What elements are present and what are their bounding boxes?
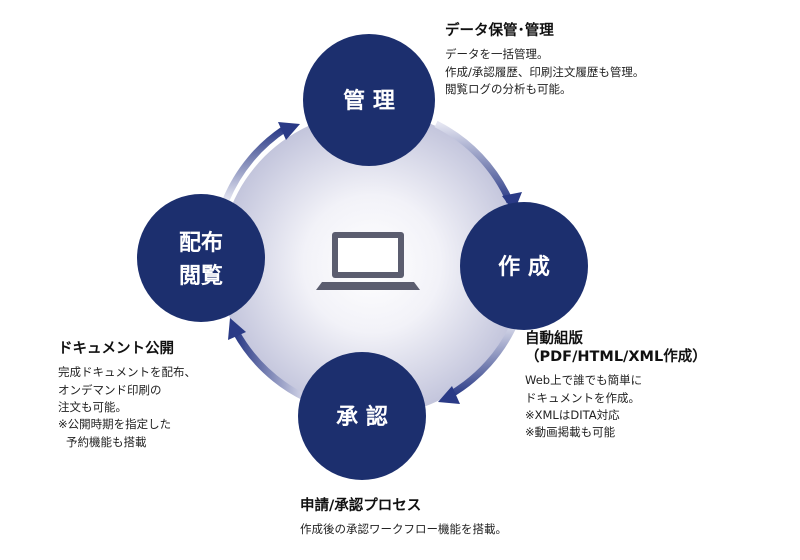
node-distribute: 配布 閲覧 (137, 194, 265, 322)
distribute-line-5: 予約機能も搭載 (66, 434, 147, 449)
node-create: 作 成 (460, 202, 588, 330)
create-title: 自動組版 （PDF/HTML/XML作成） (525, 330, 707, 366)
laptop-icon (316, 232, 420, 290)
cycle-arc-create-to-approve (446, 318, 520, 400)
arrowhead-to-distribute (228, 318, 246, 340)
distribute-title: ドキュメント公開 (58, 341, 174, 357)
create-line-4: ※動画掲載も可能 (525, 425, 616, 440)
distribute-line-2: オンデマンド印刷の (58, 382, 162, 397)
node-create-label: 作 成 (498, 255, 550, 280)
arrowhead-to-create (502, 192, 522, 212)
create-line-2: ドキュメントを作成。 (525, 390, 640, 405)
distribute-description: ドキュメント公開 完成ドキュメントを配布、 オンデマンド印刷の 注文も可能。 ※… (58, 340, 196, 452)
manage-line-3: 閲覧ログの分析も可能。 (445, 81, 572, 96)
cycle-arc-manage-to-create (434, 120, 514, 204)
approve-line-1: 作成後の承認ワークフロー機能を搭載。 (300, 522, 507, 537)
approve-description: 申請/承認プロセス 作成後の承認ワークフロー機能を搭載。 (300, 497, 507, 540)
manage-description: データ保管･管理 データを一括管理。 作成/承認履歴、印刷注文履歴も管理。 閲覧… (445, 22, 644, 99)
create-title-line-1: 自動組版 (525, 331, 583, 347)
approve-title: 申請/承認プロセス (300, 498, 422, 514)
cycle-arc-approve-to-distribute (232, 330, 308, 402)
cycle-arc-distribute-to-manage (222, 125, 288, 202)
create-description: 自動組版 （PDF/HTML/XML作成） Web上で誰でも簡単に ドキュメント… (525, 330, 707, 443)
manage-line-2: 作成/承認履歴、印刷注文履歴も管理。 (445, 64, 645, 79)
arrowhead-to-approve (438, 386, 460, 404)
distribute-line-1: 完成ドキュメントを配布、 (58, 365, 196, 380)
distribute-line-4: ※公開時期を指定した (58, 417, 172, 432)
manage-line-1: データを一括管理。 (445, 47, 549, 62)
distribute-line-3: 注文も可能。 (58, 399, 127, 414)
node-manage-label: 管 理 (343, 88, 395, 114)
manage-title: データ保管･管理 (445, 23, 554, 39)
node-distribute-label-line1: 配布 (179, 230, 223, 256)
node-approve-label: 承 認 (336, 404, 388, 430)
arrowhead-to-manage (278, 122, 300, 140)
create-line-1: Web上で誰でも簡単に (525, 373, 643, 388)
create-line-3: ※XMLはDITA対応 (525, 408, 620, 422)
create-title-line-2: （PDF/HTML/XML作成） (525, 349, 707, 366)
node-manage: 管 理 (303, 34, 435, 166)
node-distribute-label-line2: 閲覧 (179, 263, 223, 289)
node-approve: 承 認 (298, 352, 426, 480)
